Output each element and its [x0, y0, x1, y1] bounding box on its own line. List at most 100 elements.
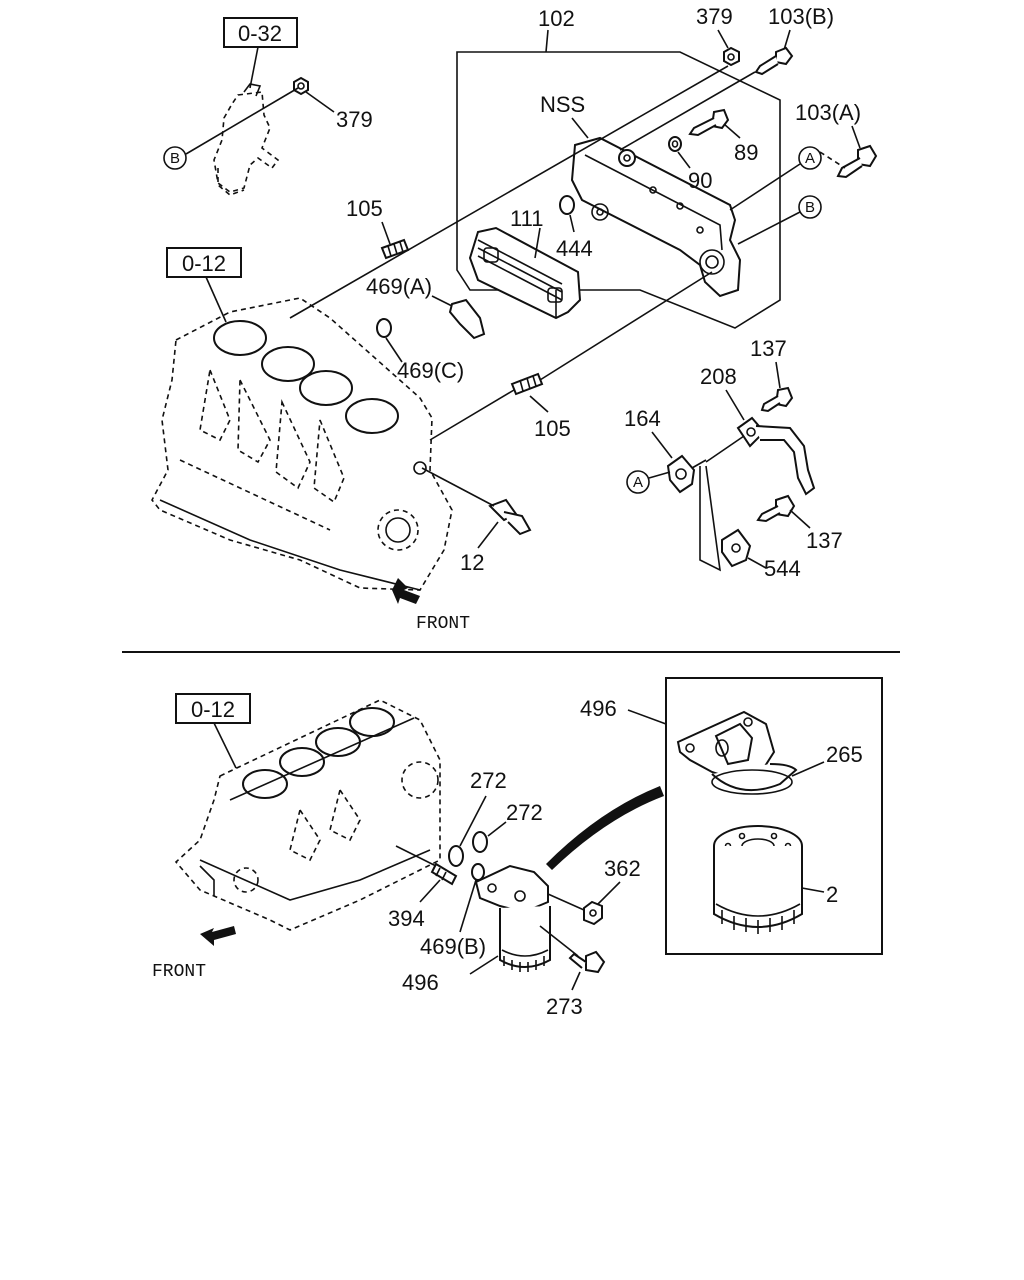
ref-box-0-12-top[interactable]: 0-12 — [166, 247, 242, 278]
leader-12 — [477, 521, 499, 549]
label-394: 394 — [388, 906, 425, 931]
leader-444 — [569, 214, 575, 233]
leader-496-top — [627, 709, 667, 725]
nut-379-left — [293, 76, 309, 96]
label-103b: 103(B) — [768, 4, 834, 29]
front-label-top: FRONT — [416, 614, 470, 634]
callout-b-left[interactable]: B — [163, 146, 187, 170]
bolt-137-top — [760, 386, 794, 413]
label-12: 12 — [460, 550, 484, 575]
svg-text:A: A — [633, 474, 643, 491]
gasket-469a — [448, 298, 486, 340]
label-496-bottom: 496 — [402, 970, 439, 995]
leader-265 — [791, 761, 825, 777]
label-544: 544 — [764, 556, 801, 581]
assembly-line-208 — [705, 435, 745, 463]
stud-394 — [430, 862, 458, 886]
washer-90 — [668, 136, 682, 152]
svg-text:B: B — [805, 199, 815, 216]
bolt-103a — [836, 144, 878, 179]
assembly-line-164 — [691, 459, 707, 469]
front-arrow-top — [392, 578, 420, 604]
svg-text:A: A — [805, 150, 815, 167]
label-89: 89 — [734, 140, 758, 165]
leader-0-12-bottom — [213, 722, 237, 769]
assembly-line-upper — [289, 65, 729, 319]
oil-filter-assembly-small — [474, 864, 551, 972]
oil-cooler-element-111 — [468, 226, 582, 320]
label-379-left: 379 — [336, 107, 373, 132]
label-496-top: 496 — [580, 696, 617, 721]
leader-272-a — [459, 795, 487, 847]
label-105-lower: 105 — [534, 416, 571, 441]
leader-394 — [419, 879, 441, 903]
bolt-273 — [568, 950, 606, 974]
label-272-a: 272 — [470, 768, 507, 793]
callout-b-right[interactable]: B — [798, 195, 822, 219]
svg-text:0-12: 0-12 — [182, 251, 226, 276]
label-103a: 103(A) — [795, 100, 861, 125]
bolt-103b — [754, 46, 794, 76]
leader-362 — [597, 881, 621, 905]
oring-444 — [559, 195, 575, 215]
label-2: 2 — [826, 882, 838, 907]
stud-105-lower — [510, 372, 544, 396]
sensor-12 — [421, 467, 532, 536]
leader-469a — [431, 295, 453, 307]
label-nss: NSS — [540, 92, 585, 117]
label-362: 362 — [604, 856, 641, 881]
filter-head-detail — [676, 710, 798, 795]
nut-362 — [583, 900, 603, 926]
label-469c: 469(C) — [397, 358, 464, 383]
label-272-b: 272 — [506, 800, 543, 825]
label-379-top: 379 — [696, 4, 733, 29]
callout-a-lower[interactable]: A — [626, 470, 650, 494]
label-208: 208 — [700, 364, 737, 389]
bracket-lower — [699, 465, 721, 572]
leader-105-upper — [381, 221, 391, 245]
leader-b-right — [737, 211, 801, 245]
upper-housing-part — [213, 83, 280, 196]
leader-544 — [747, 557, 767, 569]
detail-sweep — [546, 786, 664, 870]
leader-272-b — [487, 821, 507, 837]
leader-164 — [651, 431, 673, 459]
leader-a-lower — [648, 471, 671, 479]
leader-273 — [571, 971, 581, 991]
label-273: 273 — [546, 994, 583, 1019]
leader-379-left — [305, 91, 335, 113]
gasket-164 — [666, 454, 696, 494]
leader-111 — [534, 227, 541, 259]
ref-box-0-32[interactable]: 0-32 — [223, 17, 298, 48]
leader-0-32 — [249, 46, 259, 89]
assembly-line-105 — [429, 389, 515, 441]
leader-90 — [677, 151, 691, 169]
ref-box-0-12-bottom[interactable]: 0-12 — [175, 693, 251, 724]
assembly-line-lower — [539, 271, 713, 381]
leader-469c — [385, 337, 403, 363]
bolt-137-bottom — [756, 494, 796, 523]
leader-2 — [801, 887, 825, 893]
svg-text:0-32: 0-32 — [238, 21, 282, 46]
oring-272-b — [472, 831, 488, 853]
leader-469b — [459, 879, 477, 933]
leader-a-right — [729, 163, 801, 211]
dash-a-103a — [819, 151, 846, 169]
leader-0-12-top — [205, 276, 227, 323]
label-137-bottom: 137 — [806, 528, 843, 553]
leader-379-top — [717, 29, 729, 49]
oring-469c — [376, 318, 392, 338]
label-469a: 469(A) — [366, 274, 432, 299]
assembly-line-103b — [619, 71, 756, 151]
leader-105-lower — [529, 395, 549, 413]
callout-a-right[interactable]: A — [798, 146, 822, 170]
assembly-line-362 — [547, 893, 585, 911]
label-469b: 469(B) — [420, 934, 486, 959]
engine-block-bottom — [174, 699, 441, 931]
label-265: 265 — [826, 742, 863, 767]
oring-272-a — [448, 845, 464, 867]
filter-element-detail — [713, 825, 803, 934]
engine-block-top — [151, 297, 453, 591]
leader-89 — [723, 123, 741, 139]
